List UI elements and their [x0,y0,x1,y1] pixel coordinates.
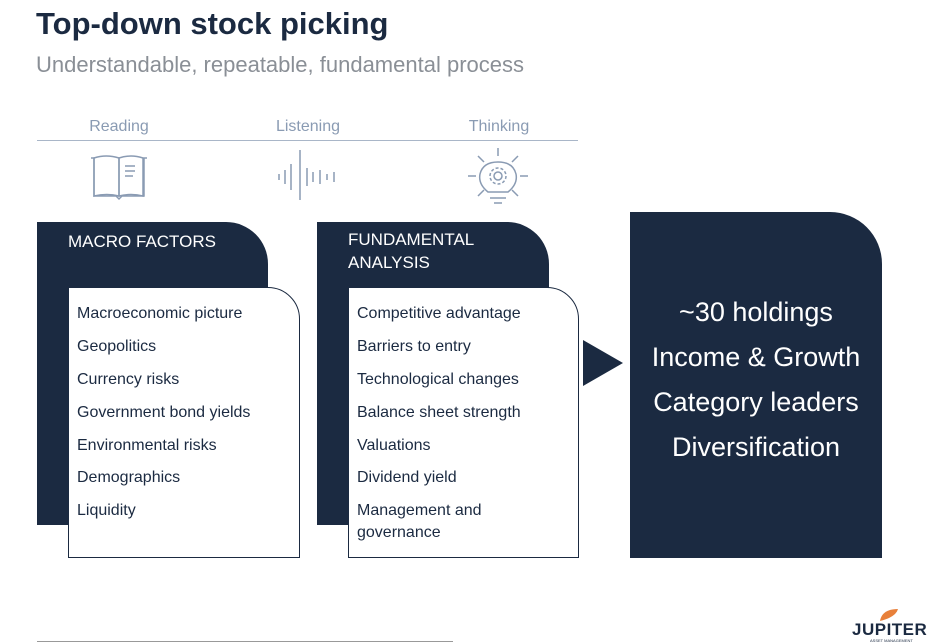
list-item: Demographics [77,469,181,486]
open-book-icon [91,155,147,201]
divider [37,140,578,141]
footer-divider [37,641,453,642]
label-listening: Listening [275,118,341,135]
fundamental-heading-line2: ANALYSIS [348,253,430,272]
list-item: Valuations [357,437,431,454]
result-panel: ~30 holdings Income & Growth Category le… [630,212,882,558]
list-item: Balance sheet strength [357,404,521,421]
macro-heading: MACRO FACTORS [68,232,216,251]
lightbulb-gear-icon [468,148,528,204]
macro-factors-card: Macroeconomic picture Geopolitics Curren… [68,287,300,558]
list-item: Geopolitics [77,338,157,355]
result-diversification: Diversification [671,432,841,462]
list-item: Macroeconomic picture [77,305,243,322]
list-item: Liquidity [77,502,136,519]
page-subtitle: Understandable, repeatable, fundamental … [36,52,524,77]
result-category-leaders: Category leaders [653,387,859,417]
list-item: Environmental risks [77,437,217,454]
list-item: Competitive advantage [357,305,521,322]
jupiter-logo: JUPITER ASSET MANAGEMENT [852,608,932,644]
list-item: Technological changes [357,371,519,388]
sound-wave-icon [278,150,335,200]
list-item: governance [357,524,441,541]
label-reading: Reading [89,118,149,135]
list-item: Dividend yield [357,469,457,486]
list-item: Government bond yields [77,404,251,421]
page-title: Top-down stock picking [36,6,389,41]
label-thinking: Thinking [468,118,530,135]
result-holdings: ~30 holdings [679,297,833,327]
result-income-growth: Income & Growth [651,342,861,372]
fundamental-heading-line1: FUNDAMENTAL [348,230,475,249]
fundamental-analysis-card: Competitive advantage Barriers to entry … [348,287,579,558]
list-item: Management and [357,502,482,519]
list-item: Currency risks [77,371,180,388]
logo-mark-icon [880,609,898,621]
list-item: Barriers to entry [357,338,471,355]
arrow-right-icon [583,340,623,386]
